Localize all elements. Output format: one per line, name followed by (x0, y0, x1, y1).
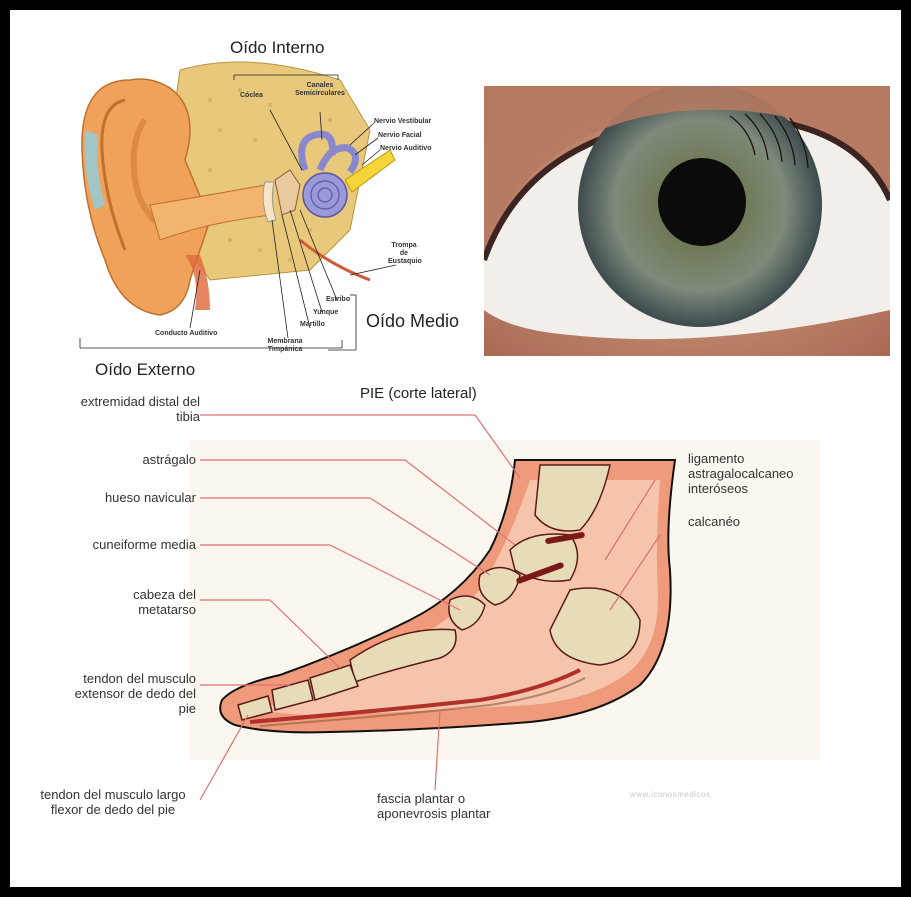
tympanic-membrane-label: Membrana Timpánica (262, 338, 308, 354)
outer-ear-title: Oído Externo (95, 360, 195, 380)
auditory-canal-label: Conducto Auditivo (155, 330, 217, 338)
navicular-label: hueso navicular (70, 491, 196, 506)
cuneiform-label: cuneiforme media (50, 538, 196, 553)
eustachian-tube-label: Trompa de Eustaquio (388, 242, 420, 266)
cochlea-label: Cóclea (240, 92, 263, 100)
calcaneus-label: calcanéo (688, 515, 740, 530)
stapes-label: Estribo (326, 296, 350, 304)
foot-title: PIE (corte lateral) (360, 385, 477, 402)
inner-ear-title: Oído Interno (230, 38, 325, 58)
semicircular-canals-label: Canales Semicirculares (290, 82, 350, 98)
flexor-tendon-label: tendon del musculo largo flexor de dedo … (30, 788, 196, 818)
interosseous-ligament-label: ligamento astragalocalcaneo interóseos (688, 452, 838, 497)
watermark: www.iconosmedicos (630, 790, 711, 799)
foot-illustration (10, 10, 901, 887)
vestibular-nerve-label: Nervio Vestibular (374, 118, 431, 126)
incus-label: Yunque (313, 309, 338, 317)
metatarsal-head-label: cabeza del metatarso (100, 588, 196, 618)
image-frame: Oído Interno Cóclea Canales Semicircular… (10, 10, 901, 887)
auditory-nerve-label: Nervio Auditivo (380, 145, 431, 153)
malleus-label: Martillo (300, 321, 325, 329)
facial-nerve-label: Nervio Facial (378, 132, 422, 140)
tibia-label: extremidad distal del tibia (80, 395, 200, 425)
plantar-fascia-label: fascia plantar o aponevrosis plantar (377, 792, 527, 822)
talus-label: astrágalo (80, 453, 196, 468)
middle-ear-title: Oído Medio (366, 311, 459, 332)
extensor-tendon-label: tendon del musculo extensor de dedo del … (72, 672, 196, 717)
